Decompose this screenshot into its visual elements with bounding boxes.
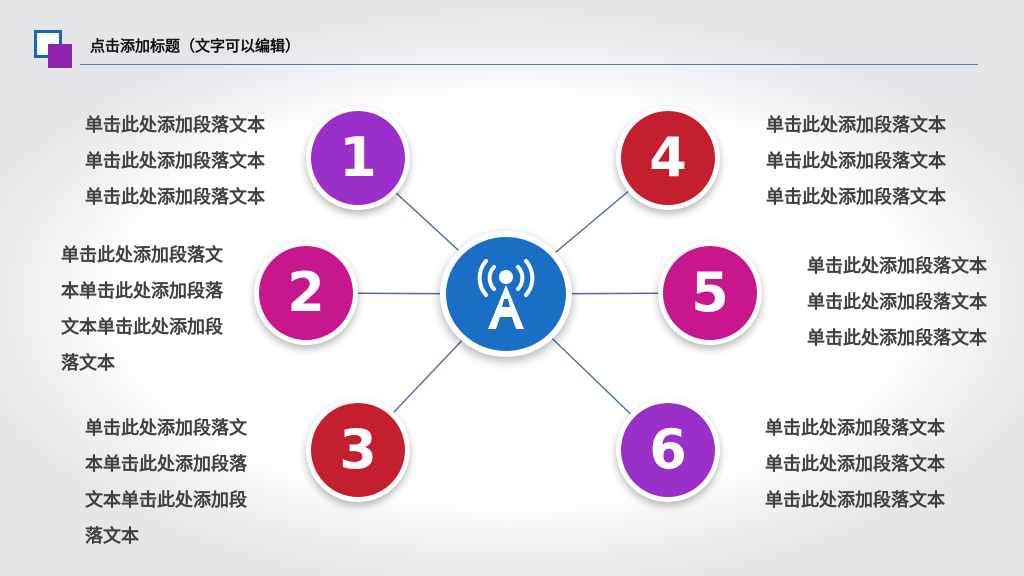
- node-4-line: 单击此处添加段落文本: [766, 187, 946, 208]
- node-3-text[interactable]: 单击此处添加段落文 本单击此处添加段落 文本单击此处添加段 落文本: [85, 411, 247, 555]
- node-5-text[interactable]: 单击此处添加段落文本 单击此处添加段落文本 单击此处添加段落文本: [807, 249, 987, 357]
- node-5-line: 单击此处添加段落文本: [807, 256, 987, 277]
- node-6-circle[interactable]: 6: [616, 398, 720, 502]
- hub-circle[interactable]: [440, 231, 572, 357]
- node-3-line: 单击此处添加段落文: [85, 418, 247, 439]
- node-6-line: 单击此处添加段落文本: [765, 454, 945, 475]
- node-4-circle[interactable]: 4: [616, 106, 720, 210]
- node-2-line: 落文本: [61, 353, 115, 374]
- node-4-line: 单击此处添加段落文本: [766, 151, 946, 172]
- node-2-text[interactable]: 单击此处添加段落文 本单击此处添加段落 文本单击此处添加段 落文本: [61, 238, 223, 382]
- node-1-text[interactable]: 单击此处添加段落文本 单击此处添加段落文本 单击此处添加段落文本: [85, 108, 265, 216]
- node-5-circle[interactable]: 5: [658, 241, 762, 345]
- node-2-line: 本单击此处添加段落: [61, 281, 223, 302]
- node-3-circle[interactable]: 3: [306, 398, 410, 502]
- page-title[interactable]: 点击添加标题（文字可以编辑）: [90, 37, 301, 55]
- node-1-line: 单击此处添加段落文本: [85, 115, 265, 136]
- node-2-line: 单击此处添加段落文: [61, 245, 223, 266]
- node-2-line: 文本单击此处添加段: [61, 317, 223, 338]
- node-1-line: 单击此处添加段落文本: [85, 187, 265, 208]
- signal-tower-icon: [477, 259, 535, 329]
- node-3-line: 文本单击此处添加段: [85, 490, 247, 511]
- node-3-line: 落文本: [85, 526, 139, 547]
- node-6-line: 单击此处添加段落文本: [765, 418, 945, 439]
- node-4-line: 单击此处添加段落文本: [766, 115, 946, 136]
- node-1-circle[interactable]: 1: [306, 106, 410, 210]
- node-2-circle[interactable]: 2: [254, 241, 358, 345]
- logo-filled-square: [48, 44, 72, 68]
- node-4-text[interactable]: 单击此处添加段落文本 单击此处添加段落文本 单击此处添加段落文本: [766, 108, 946, 216]
- node-5-line: 单击此处添加段落文本: [807, 328, 987, 349]
- node-1-line: 单击此处添加段落文本: [85, 151, 265, 172]
- node-6-text[interactable]: 单击此处添加段落文本 单击此处添加段落文本 单击此处添加段落文本: [765, 411, 945, 519]
- node-6-line: 单击此处添加段落文本: [765, 490, 945, 511]
- title-divider: [80, 64, 978, 65]
- node-5-line: 单击此处添加段落文本: [807, 292, 987, 313]
- node-3-line: 本单击此处添加段落: [85, 454, 247, 475]
